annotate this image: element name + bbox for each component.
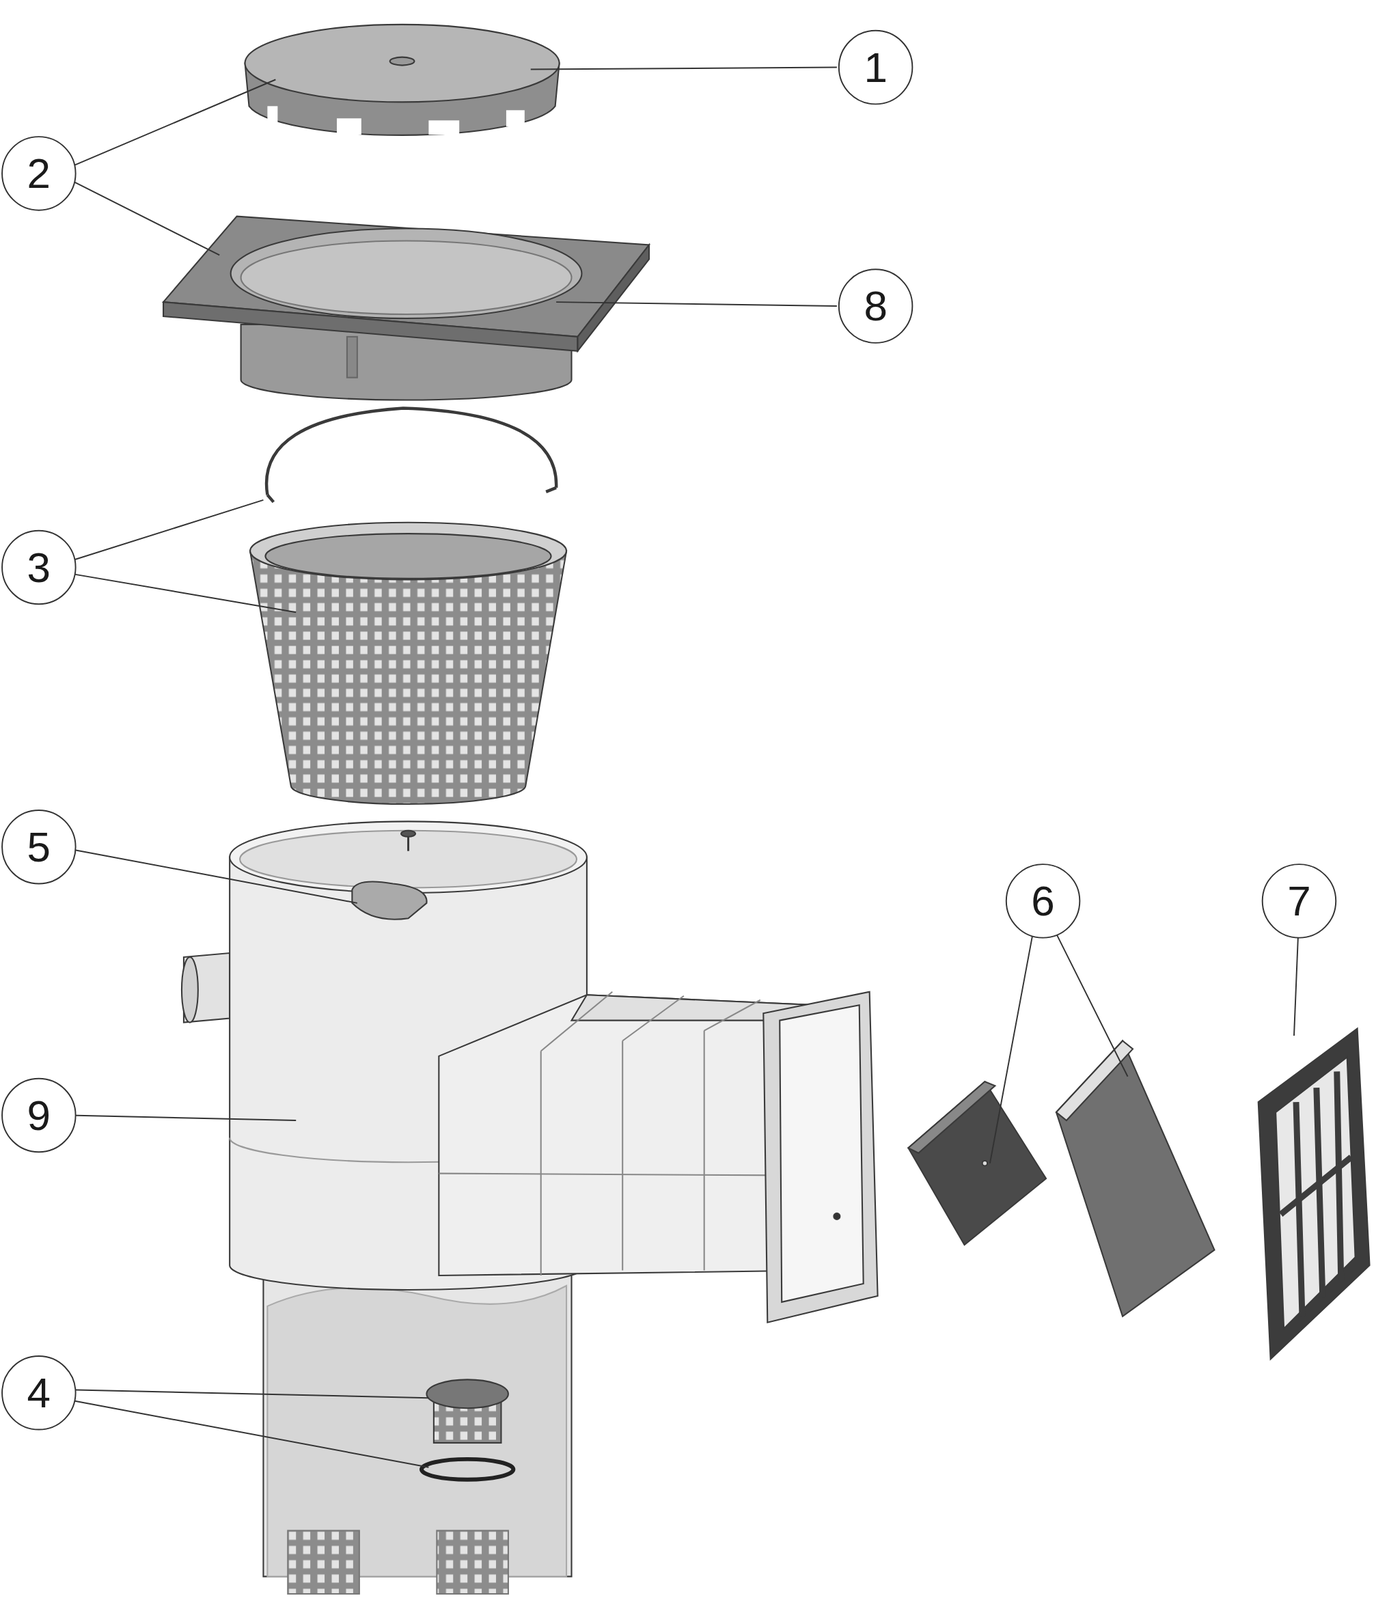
callout-number: 6 <box>1010 868 1077 934</box>
callout-number: 7 <box>1266 868 1333 934</box>
callout-number: 8 <box>843 273 909 339</box>
callout-circles <box>2 30 1336 1430</box>
callout-number: 2 <box>6 140 72 207</box>
callout-number: 4 <box>6 1360 72 1426</box>
callout-number: 3 <box>6 534 72 601</box>
leader-lines <box>69 67 1299 1468</box>
callout-number: 1 <box>843 34 909 101</box>
callout-number: 5 <box>6 814 72 880</box>
callout-number: 9 <box>6 1082 72 1149</box>
parts <box>163 24 1370 1594</box>
